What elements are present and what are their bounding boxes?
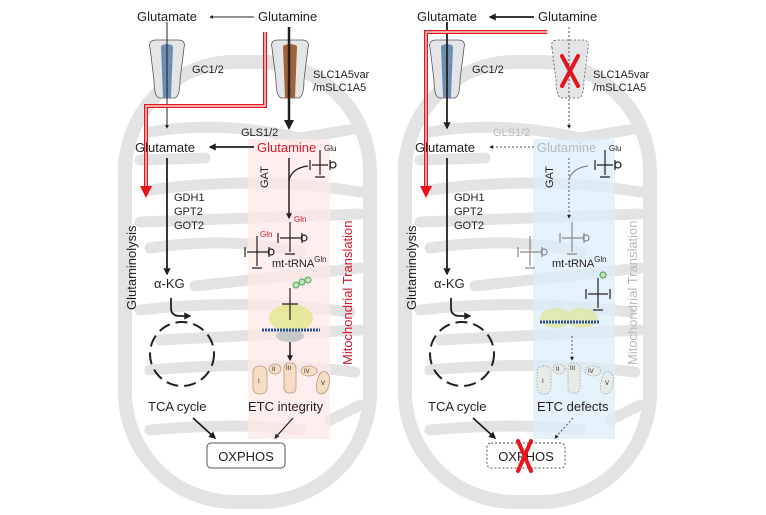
tca-cycle-label: TCA cycle [148,399,207,414]
cytosol-glutamate-label: Glutamate [417,9,477,24]
trna-uncharged-icon-1 [559,222,590,255]
akg-label: α-KG [154,276,185,291]
stalled-ribosome-icon [540,308,600,328]
trna-glu-icon [309,150,337,178]
glutaminolysis-label: Glutaminolysis [124,225,139,310]
mt-trna-label: mt-tRNAGln [552,255,607,270]
mito-glutamine-label: Glutamine [257,140,316,155]
complex-iii: III [286,366,291,372]
etc-to-oxphos-arrow-dotted [554,417,574,439]
slc-label-line2: /mSLC1A5 [593,82,646,94]
panel-knockout: Glutamate Glutamine GC1/2 SLC1A5var /mSL… [398,9,657,509]
gls-label: GLS1/2 [241,127,278,139]
akg-label: α-KG [434,276,465,291]
complex-v: V [605,381,609,387]
mt-trna-text: mt-tRNA [552,258,595,270]
gc-label: GC1/2 [192,64,224,76]
gc-label: GC1/2 [472,64,504,76]
enzyme-got2: GOT2 [174,220,204,232]
red-pathway-line [420,30,547,198]
etc-complexes-icon [252,362,330,395]
complex-iv: IV [304,369,310,375]
etc-integrity-label: ETC integrity [248,399,324,414]
etc-to-oxphos-arrow [274,417,294,439]
enzyme-got2: GOT2 [454,220,484,232]
gln-tag-2: Gln [260,230,272,239]
trna-uncharged-icon-2 [517,236,548,269]
gat-label: GAT [544,166,556,188]
trna-gln-icon-1 [277,222,308,255]
oxphos-blocked-x-icon [516,439,533,473]
panel-normal: Glutamate Glutamine GC1/2 SLC1A5var /mSL… [118,9,377,509]
oxphos-label: OXPHOS [218,449,274,464]
tca-cycle-label: TCA cycle [428,399,487,414]
red-pathway-line [140,32,267,198]
enzyme-gdh1: GDH1 [454,192,485,204]
mito-glutamine-label: Glutamine [537,140,596,155]
etc-complexes-icon-defective [536,362,614,395]
complex-v: V [321,381,325,387]
enzyme-gpt2: GPT2 [174,206,203,218]
cytosol-glutamate-label: Glutamate [137,9,197,24]
mitochondrial-translation-label: Mitochondrial Translation [340,220,355,365]
mito-glutamate-label: Glutamate [135,140,195,155]
tca-cycle-icon [149,298,215,387]
cytosol-glutamine-label: Glutamine [538,9,597,24]
trna-charged-icon [585,271,611,311]
ribosome-icon [262,276,320,342]
complex-i: I [542,379,544,385]
slc-label-line2: /mSLC1A5 [313,82,366,94]
mt-trna-text: mt-tRNA [272,258,315,270]
mitochondrial-translation-label: Mitochondrial Translation [625,220,640,365]
knockout-x-icon [560,54,580,88]
trna-glu-icon [594,150,622,178]
gln-tag-1: Gln [294,215,306,224]
glu-tag: Glu [609,144,621,153]
glu-trna-input-curve [568,165,589,181]
gls-label: GLS1/2 [493,127,530,139]
complex-ii: II [556,367,560,373]
tca-cycle-icon [429,298,495,387]
oxphos-box [206,442,286,469]
mt-trna-label: mt-tRNAGln [272,255,327,270]
cytosol-glutamine-label: Glutamine [258,9,317,24]
complex-i: I [258,379,260,385]
mt-trna-superscript: Gln [594,255,606,264]
glu-tag: Glu [324,144,336,153]
mito-glutamate-label: Glutamate [415,140,475,155]
etc-defects-label: ETC defects [537,399,609,414]
glutaminolysis-label: Glutaminolysis [404,225,419,310]
enzyme-gpt2: GPT2 [454,206,483,218]
trna-gln-icon-2 [244,236,275,269]
slc-label-line1: SLC1A5var [593,69,650,81]
enzyme-gdh1: GDH1 [174,192,205,204]
mt-trna-superscript: Gln [314,255,326,264]
slc-label-line1: SLC1A5var [313,69,370,81]
gat-label: GAT [259,166,271,188]
complex-iv: IV [588,369,594,375]
complex-iii: III [570,366,575,372]
tca-to-oxphos-arrow [472,417,497,439]
complex-ii: II [272,367,276,373]
glu-trna-input-curve [288,165,309,181]
tca-to-oxphos-arrow [192,417,217,439]
